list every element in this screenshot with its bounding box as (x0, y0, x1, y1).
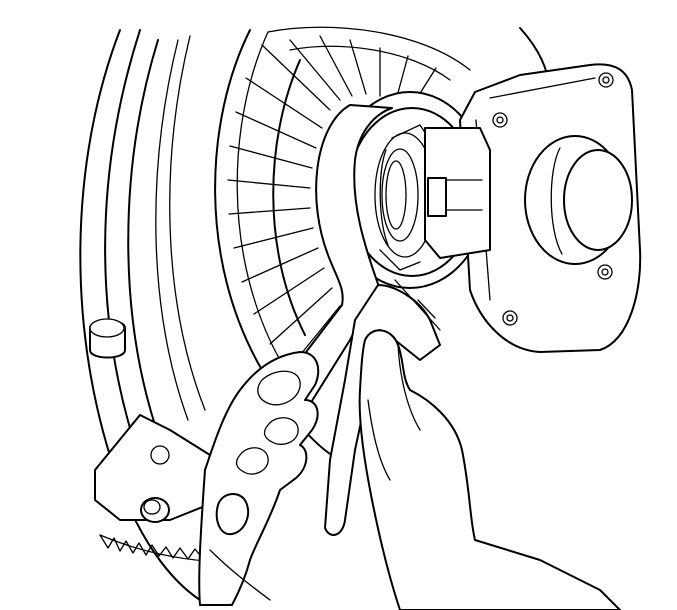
pressure-plate (214, 26, 471, 461)
dowel-pin (89, 318, 126, 359)
flywheel-housing (79, 27, 551, 601)
right-hand (358, 329, 621, 610)
diaphragm-spring-fingers (227, 35, 437, 371)
mounting-bracket (94, 414, 221, 523)
left-hand (198, 351, 320, 606)
transmission-bearing-retainer (424, 63, 642, 353)
